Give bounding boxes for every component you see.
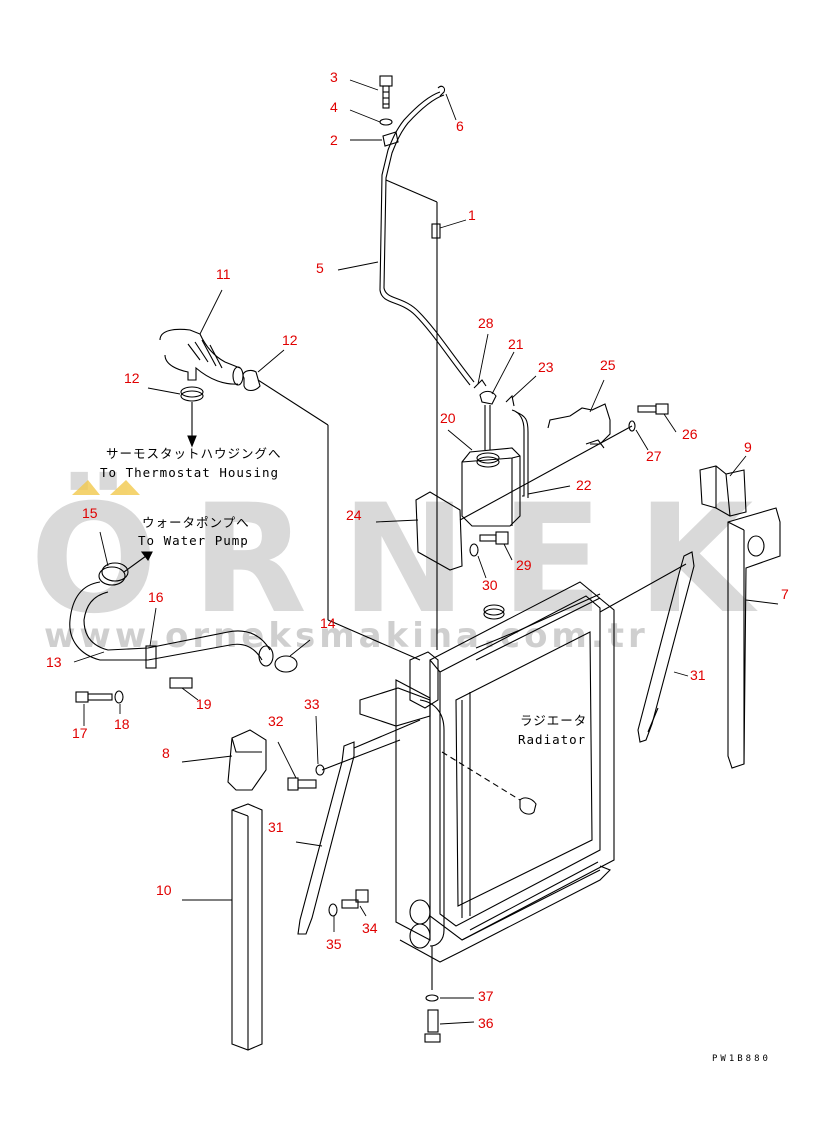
overflow-tube bbox=[379, 91, 475, 386]
callout-35: 35 bbox=[326, 936, 342, 952]
clip-2 bbox=[382, 131, 399, 147]
upper-hose bbox=[159, 328, 244, 386]
callout-18: 18 bbox=[114, 716, 130, 732]
plate-24 bbox=[415, 491, 463, 571]
callout-31-a: 31 bbox=[690, 667, 706, 683]
callout-24: 24 bbox=[346, 507, 362, 523]
bolt-26 bbox=[637, 403, 669, 415]
callout-11: 11 bbox=[216, 266, 231, 282]
bolt-34 bbox=[341, 889, 369, 909]
callout-15: 15 bbox=[82, 505, 98, 521]
clip-28 bbox=[473, 379, 487, 389]
callout-8: 8 bbox=[162, 745, 170, 761]
clip-23 bbox=[505, 394, 515, 407]
reserve-tank bbox=[461, 447, 521, 527]
stay-31-right bbox=[637, 551, 695, 743]
callout-20: 20 bbox=[440, 410, 456, 426]
hose-clamp-14 bbox=[274, 655, 298, 673]
callout-31-b: 31 bbox=[268, 819, 284, 835]
washer-27 bbox=[628, 420, 636, 432]
callout-13: 13 bbox=[46, 654, 62, 670]
callout-21: 21 bbox=[508, 336, 524, 352]
cover-8 bbox=[227, 729, 267, 791]
washer-18 bbox=[114, 690, 124, 704]
guard-10 bbox=[231, 803, 263, 1051]
callout-7: 7 bbox=[781, 586, 789, 602]
note-water-pump-en: To Water Pump bbox=[138, 533, 249, 548]
bracket-25 bbox=[547, 403, 611, 445]
bolt-17 bbox=[75, 691, 113, 703]
callout-28: 28 bbox=[478, 315, 494, 331]
callout-33: 33 bbox=[304, 696, 320, 712]
bolt-3 bbox=[379, 75, 393, 109]
callout-14: 14 bbox=[320, 615, 336, 631]
callout-22: 22 bbox=[576, 477, 592, 493]
washer-4 bbox=[379, 118, 393, 126]
clip-6 bbox=[437, 85, 446, 97]
callout-34: 34 bbox=[362, 920, 378, 936]
callout-1: 1 bbox=[468, 207, 476, 223]
note-water-pump-jp: ウォータポンプへ bbox=[142, 515, 250, 530]
washer-33 bbox=[315, 764, 325, 776]
callout-12-b: 12 bbox=[124, 370, 140, 386]
callout-27: 27 bbox=[646, 448, 662, 464]
guard-7 bbox=[727, 507, 781, 769]
callout-5: 5 bbox=[316, 260, 324, 276]
callout-6: 6 bbox=[456, 118, 464, 134]
tube-22 bbox=[511, 409, 525, 497]
callout-25: 25 bbox=[600, 357, 616, 373]
callout-12-a: 12 bbox=[282, 332, 298, 348]
callout-36: 36 bbox=[478, 1015, 494, 1031]
callout-29: 29 bbox=[516, 557, 532, 573]
hose-clamp-12 bbox=[180, 369, 261, 402]
leader-lines bbox=[73, 79, 779, 1025]
callout-19: 19 bbox=[196, 696, 212, 712]
washer-35 bbox=[328, 903, 338, 917]
callout-4: 4 bbox=[330, 99, 338, 115]
callout-30: 30 bbox=[482, 577, 498, 593]
clamp-21 bbox=[479, 390, 497, 405]
drain-plug-36 bbox=[424, 1009, 441, 1043]
callout-10: 10 bbox=[156, 882, 172, 898]
callout-3: 3 bbox=[330, 69, 338, 85]
callout-16: 16 bbox=[148, 589, 164, 605]
washer-37 bbox=[425, 994, 439, 1002]
cover-9 bbox=[699, 465, 747, 517]
radiator-label-en: Radiator bbox=[518, 732, 587, 747]
watermark-brand: ÖRNEK bbox=[30, 473, 788, 647]
mount-bracket bbox=[359, 687, 431, 727]
plug-19 bbox=[169, 677, 193, 689]
stay-31-left bbox=[297, 741, 355, 935]
washer-30 bbox=[469, 543, 479, 557]
callout-23: 23 bbox=[538, 359, 554, 375]
note-thermostat-jp: サーモスタットハウジングへ bbox=[106, 446, 282, 461]
lower-hose bbox=[69, 581, 274, 669]
watermark-accent bbox=[72, 480, 140, 495]
callout-9: 9 bbox=[744, 439, 752, 455]
callout-17: 17 bbox=[72, 725, 88, 741]
watermark-url: www.orneksmakina.com.tr bbox=[44, 616, 649, 656]
bolt-29 bbox=[479, 531, 509, 545]
drawing-code: PW1B880 bbox=[712, 1054, 771, 1064]
callout-2: 2 bbox=[330, 132, 338, 148]
clamp-1 bbox=[431, 223, 441, 239]
hose-clamp-15 bbox=[98, 562, 129, 586]
radiator-core bbox=[395, 581, 615, 963]
radiator-label-jp: ラジエータ bbox=[520, 713, 588, 728]
callout-37: 37 bbox=[478, 988, 494, 1004]
callout-32: 32 bbox=[268, 713, 284, 729]
callout-26: 26 bbox=[682, 426, 698, 442]
bolt-32 bbox=[287, 777, 317, 791]
note-thermostat-en: To Thermostat Housing bbox=[100, 465, 280, 480]
